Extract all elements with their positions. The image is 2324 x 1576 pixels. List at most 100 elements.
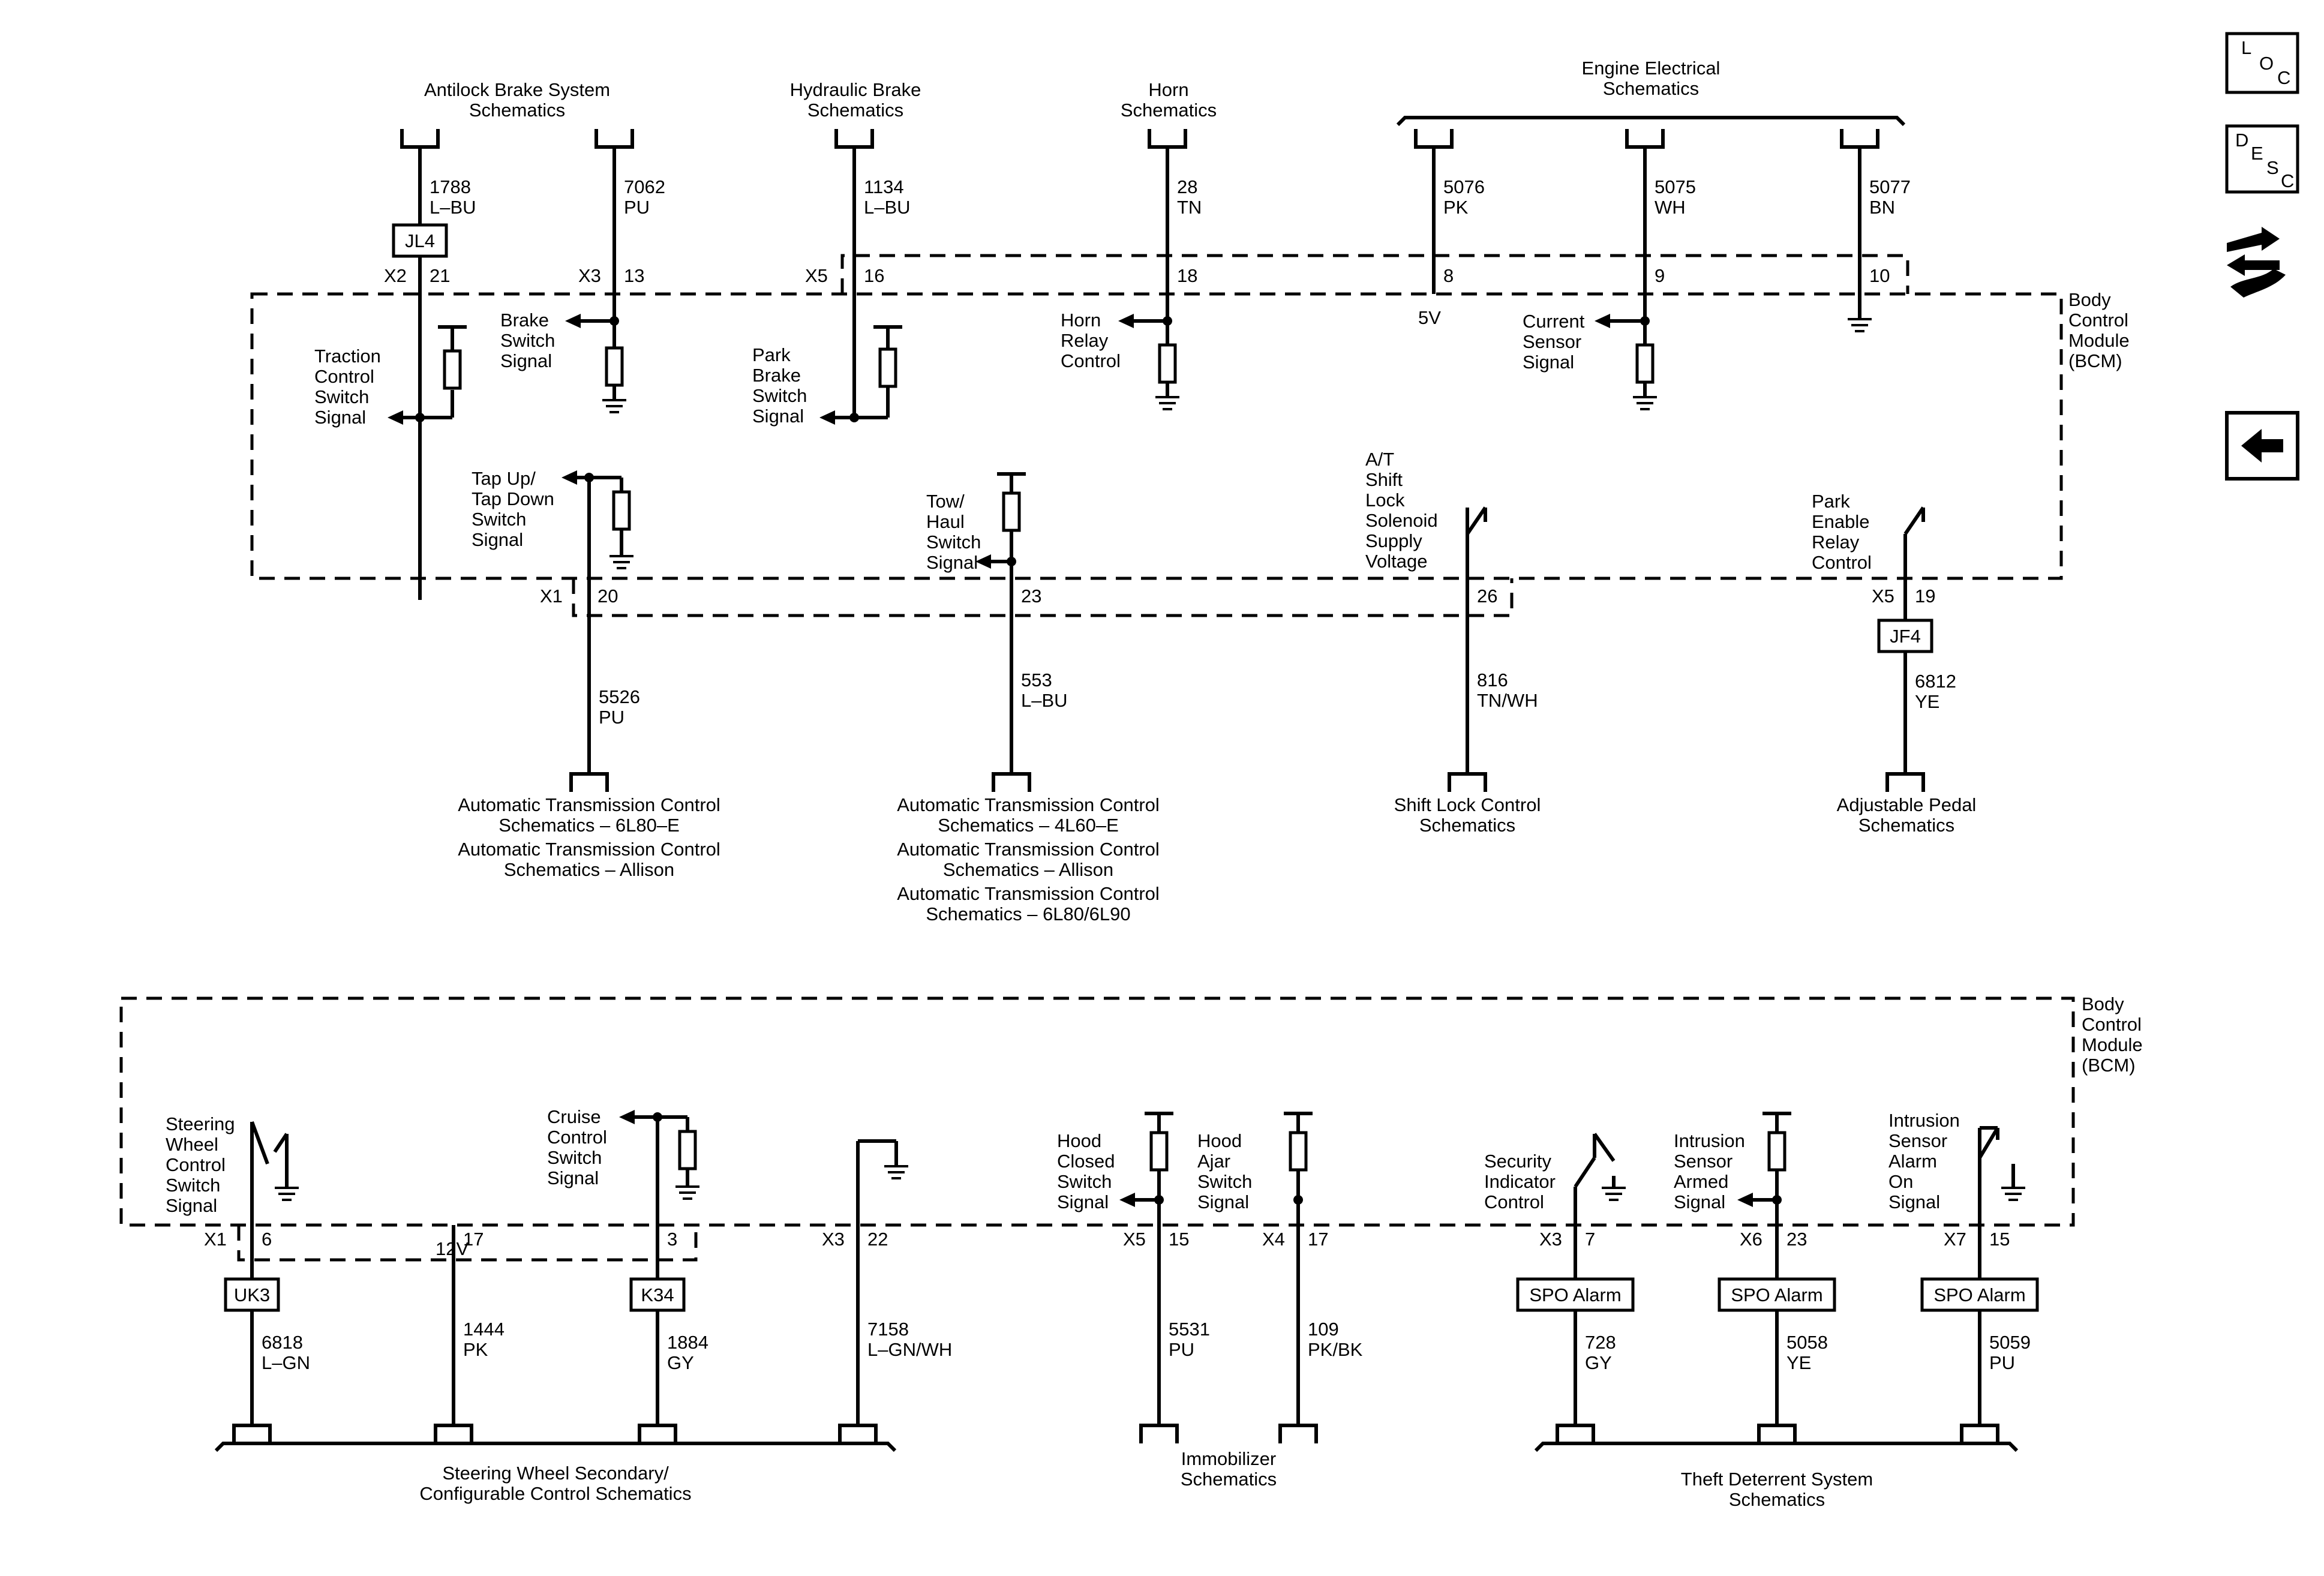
svg-text:Signal: Signal xyxy=(472,529,523,550)
pin-labels-top: X2 21 X3 13 X5 16 18 8 9 10 xyxy=(384,265,1890,286)
wire-label-5077: 5077 BN xyxy=(1869,176,1911,218)
splice-k34-label: K34 xyxy=(641,1284,674,1305)
svg-text:On: On xyxy=(1888,1171,1913,1192)
svg-text:PU: PU xyxy=(1989,1352,2015,1373)
svg-text:Control: Control xyxy=(166,1154,226,1175)
svg-text:Steering: Steering xyxy=(166,1113,235,1134)
wire-label-5075: 5075 WH xyxy=(1655,176,1696,218)
header-abs: Antilock Brake System Schematics xyxy=(424,79,610,121)
svg-text:Solenoid: Solenoid xyxy=(1365,510,1438,531)
svg-text:PU: PU xyxy=(599,707,624,728)
svg-text:L: L xyxy=(2241,37,2251,58)
svg-text:Intrusion: Intrusion xyxy=(1674,1130,1745,1151)
svg-text:Signal: Signal xyxy=(1888,1191,1940,1212)
svg-text:Hood: Hood xyxy=(1197,1130,1242,1151)
svg-text:15: 15 xyxy=(1989,1229,2010,1250)
svg-text:Body: Body xyxy=(2082,993,2124,1014)
svg-text:X2: X2 xyxy=(384,265,407,286)
svg-text:1884: 1884 xyxy=(667,1332,708,1353)
engine-brace xyxy=(1396,116,1906,127)
svg-text:Schematics – Allison: Schematics – Allison xyxy=(943,859,1113,880)
theft-brace xyxy=(1534,1442,2019,1452)
svg-text:L–GN/WH: L–GN/WH xyxy=(867,1339,952,1360)
svg-text:Signal: Signal xyxy=(314,407,366,428)
svg-text:(BCM): (BCM) xyxy=(2082,1055,2136,1076)
spo-alarm-2-label: SPO Alarm xyxy=(1731,1284,1822,1305)
five-volt-label: 5V xyxy=(1418,307,1441,328)
svg-text:17: 17 xyxy=(463,1229,484,1250)
svg-text:Enable: Enable xyxy=(1812,511,1870,532)
svg-text:18: 18 xyxy=(1177,265,1197,286)
svg-text:5526: 5526 xyxy=(599,686,640,707)
connector-x1-outline xyxy=(572,578,1514,617)
svg-text:5077: 5077 xyxy=(1869,176,1911,197)
svg-text:Current: Current xyxy=(1523,311,1585,332)
svg-text:Relay: Relay xyxy=(1061,330,1109,351)
svg-text:PK/BK: PK/BK xyxy=(1308,1339,1363,1360)
wire-label-1788: 1788 L–BU xyxy=(430,176,476,218)
wire-labels-top-bottom: 5526 PU 553 L–BU 816 TN/WH 6812 YE xyxy=(599,670,1956,728)
spo-alarm-1 xyxy=(1516,1277,1635,1312)
splice-uk3 xyxy=(224,1277,280,1312)
svg-text:Horn: Horn xyxy=(1061,310,1101,331)
svg-text:TN/WH: TN/WH xyxy=(1477,690,1538,711)
svg-text:10: 10 xyxy=(1869,265,1890,286)
svg-text:X5: X5 xyxy=(805,265,828,286)
svg-text:22: 22 xyxy=(867,1229,888,1250)
svg-text:Switch: Switch xyxy=(1057,1171,1112,1192)
svg-text:553: 553 xyxy=(1021,670,1052,691)
svg-text:Switch: Switch xyxy=(752,385,807,406)
svg-text:O: O xyxy=(2259,53,2274,74)
svg-text:1788: 1788 xyxy=(430,176,471,197)
wire-label-5076: 5076 PK xyxy=(1443,176,1485,218)
svg-text:Sensor: Sensor xyxy=(1674,1151,1733,1172)
spo-alarm-1-label: SPO Alarm xyxy=(1529,1284,1621,1305)
shift-lock-circuit: A/T Shift Lock Solenoid Supply Voltage xyxy=(1365,449,1487,774)
svg-text:L–BU: L–BU xyxy=(1021,690,1068,711)
splice-jl4-label: JL4 xyxy=(405,230,435,251)
svg-text:Schematics – 6L80–E: Schematics – 6L80–E xyxy=(499,815,680,836)
hood-closed-circuit: Hood Closed Switch Signal xyxy=(1057,1112,1173,1212)
intrusion-alarm-circuit: Intrusion Sensor Alarm On Signal xyxy=(1888,1110,2025,1212)
svg-text:X1: X1 xyxy=(204,1229,227,1250)
svg-text:7158: 7158 xyxy=(867,1319,909,1340)
svg-text:Control: Control xyxy=(2068,310,2128,331)
svg-text:Schematics: Schematics xyxy=(807,100,903,121)
cruise-control-circuit: Cruise Control Switch Signal xyxy=(547,1106,699,1200)
svg-text:E: E xyxy=(2251,143,2263,164)
connector-forks-top-bottom xyxy=(569,772,1925,792)
svg-text:Sensor: Sensor xyxy=(1888,1130,1947,1151)
park-brake-circuit: Park Brake Switch Signal xyxy=(752,325,902,427)
svg-text:6818: 6818 xyxy=(262,1332,303,1353)
svg-text:Supply: Supply xyxy=(1365,530,1422,551)
repair-tool-icon[interactable] xyxy=(2227,227,2286,298)
desc-button[interactable]: D E S C xyxy=(2225,124,2299,194)
svg-text:Schematics: Schematics xyxy=(469,100,565,121)
svg-text:Shift: Shift xyxy=(1365,469,1403,490)
svg-text:X5: X5 xyxy=(1123,1229,1146,1250)
svg-text:Signal: Signal xyxy=(1674,1191,1725,1212)
spo-alarm-3 xyxy=(1920,1277,2039,1312)
svg-text:Switch: Switch xyxy=(547,1147,602,1168)
svg-text:Module: Module xyxy=(2082,1034,2143,1055)
security-indicator-circuit: Security Indicator Control xyxy=(1484,1133,1626,1212)
svg-text:Steering Wheel Secondary/: Steering Wheel Secondary/ xyxy=(442,1463,669,1484)
svg-text:728: 728 xyxy=(1585,1332,1616,1353)
svg-text:WH: WH xyxy=(1655,197,1686,218)
back-arrow-button[interactable] xyxy=(2225,411,2299,481)
svg-text:Automatic Transmission Control: Automatic Transmission Control xyxy=(458,794,720,815)
svg-text:Indicator: Indicator xyxy=(1484,1171,1556,1192)
splice-k34 xyxy=(629,1277,686,1312)
svg-text:Signal: Signal xyxy=(1197,1191,1249,1212)
svg-text:Park: Park xyxy=(752,344,791,365)
ground-pin-22 xyxy=(858,1139,908,1179)
park-enable-circuit: Park Enable Relay Control xyxy=(1812,491,1925,774)
loc-button[interactable]: L O C xyxy=(2225,32,2299,94)
svg-text:21: 21 xyxy=(430,265,450,286)
svg-text:6: 6 xyxy=(262,1229,272,1250)
splice-jf4 xyxy=(1877,619,1933,653)
svg-text:20: 20 xyxy=(597,586,618,607)
footer-trans-6l80e: Automatic Transmission Control Schematic… xyxy=(458,794,720,880)
